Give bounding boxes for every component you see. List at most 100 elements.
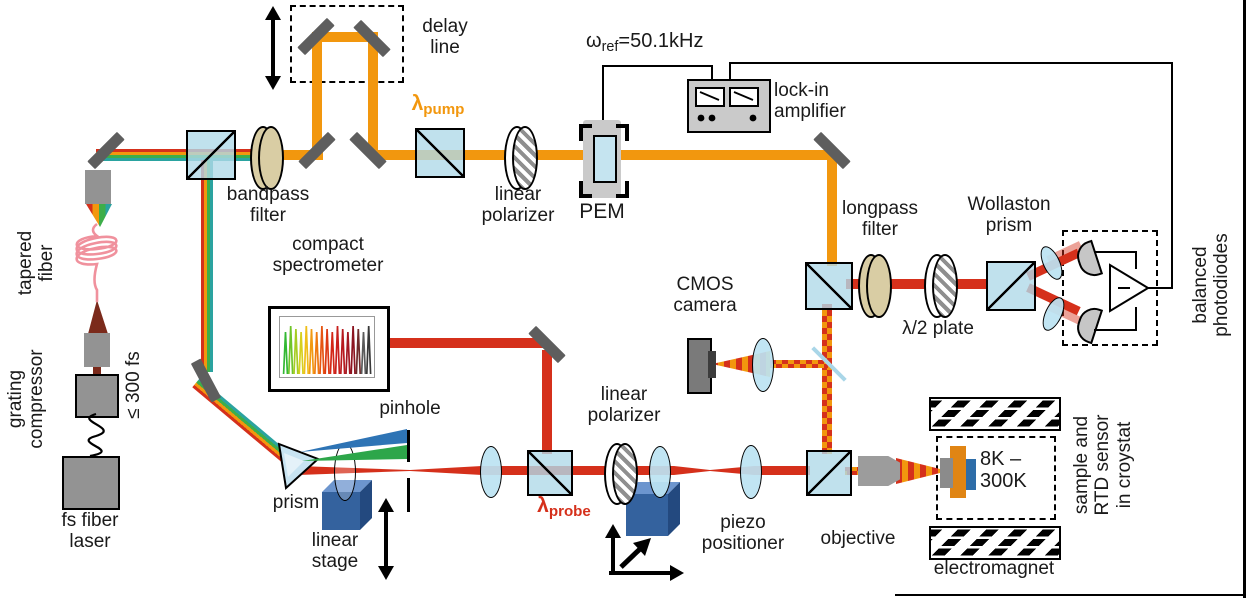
pem-bracket-br xyxy=(616,181,629,198)
camera-lens xyxy=(752,338,774,392)
omega-rest: =50.1kHz xyxy=(618,30,704,52)
cmos-camera-sensor xyxy=(708,351,716,378)
electromagnet-top xyxy=(929,397,1061,431)
grating-compressor-box xyxy=(75,374,119,418)
pulse-duration-label: ≤ 300 fs xyxy=(123,351,144,419)
fs-fiber-laser-label: fs fiber laser xyxy=(61,510,119,553)
lambda-pump-label: λpump xyxy=(390,92,486,119)
tapered-fiber-coil xyxy=(75,222,118,302)
cryostat-label: sample and RTD sensor in croystat xyxy=(1071,414,1135,516)
pem-window xyxy=(593,135,617,183)
beamsplitter-probe xyxy=(527,450,573,496)
cryostat-box xyxy=(936,436,1056,520)
fs-fiber-laser-box xyxy=(62,456,120,510)
probe-diverge-piezo xyxy=(710,466,754,475)
tapered-fiber-label: tapered fiber xyxy=(15,230,58,296)
omega-sub: ref xyxy=(601,39,619,56)
grating-compressor-label: grating compressor xyxy=(5,349,48,449)
linear-polarizer-probe xyxy=(612,443,638,505)
camera-beam xyxy=(770,360,828,368)
lock-in-label: lock-in amplifier xyxy=(774,80,846,123)
collimator-upper xyxy=(85,170,111,204)
linear-polarizer-probe-label: linear polarizer xyxy=(587,384,661,427)
probe-beam-to-spectrometer xyxy=(382,338,548,348)
collimator-lower xyxy=(84,333,110,367)
combined-beam-vertical xyxy=(822,304,832,454)
lock-in-meter-left xyxy=(695,87,725,107)
probe-beam-to-combiner xyxy=(754,466,810,475)
combined-beam-stub xyxy=(845,467,861,475)
balanced-photodiodes-label: balanced photodiodes xyxy=(1190,233,1233,337)
pump-beam-delay-down xyxy=(368,36,378,154)
pinhole-label: pinhole xyxy=(379,398,441,419)
beamsplitter-source xyxy=(186,130,236,180)
bandpass-filter xyxy=(258,126,284,190)
dark-red-cone xyxy=(88,300,108,334)
cmos-camera-label: CMOS camera xyxy=(673,274,737,317)
pump-beam-seg1 xyxy=(281,150,323,160)
wollaston-prism-label: Wollaston prism xyxy=(967,194,1051,237)
delay-line-label: delay line xyxy=(422,16,468,59)
lambda-pump-base: λ xyxy=(411,92,424,115)
beamsplitter-combiner xyxy=(806,450,852,496)
stage-lens xyxy=(334,443,356,501)
rtd-sensor-gray xyxy=(940,458,953,488)
figure-right-edge xyxy=(1243,0,1246,598)
longpass-filter xyxy=(866,254,892,318)
pem-bracket-tr xyxy=(616,124,629,141)
figure-bottom-edge xyxy=(895,594,1246,596)
electromagnet-label: electromagnet xyxy=(933,558,1055,579)
pem-bracket-tl xyxy=(579,124,592,141)
lambda-pump-sub: pump xyxy=(423,101,465,119)
prism-label: prism xyxy=(272,492,320,513)
spectrometer-box xyxy=(268,306,390,392)
beamsplitter-detection xyxy=(805,262,853,310)
probe-beam-main xyxy=(482,466,674,475)
pem-label: PEM xyxy=(579,200,625,223)
objective-body xyxy=(858,456,900,486)
rainbow-beam-horizontal xyxy=(96,149,262,161)
spectrometer-plot xyxy=(279,316,375,378)
piezo-axes-arrows xyxy=(605,524,684,581)
temperature-range-label: 8K – 300K xyxy=(980,448,1027,493)
laser-fiber-squiggle xyxy=(87,412,105,458)
half-wave-plate xyxy=(932,254,958,318)
omega-ref-label: ωref=50.1kHz xyxy=(586,30,766,55)
probe-lens-2 xyxy=(740,445,762,499)
linear-polarizer-pump xyxy=(512,126,538,190)
lock-in-meter-right xyxy=(729,87,759,107)
sample-holder-blue xyxy=(964,459,976,490)
linear-stage-label: linear stage xyxy=(311,530,359,573)
pump-beam-delay-up xyxy=(312,36,322,152)
linear-polarizer-pump-label: linear polarizer xyxy=(481,184,555,227)
beamsplitter-pump xyxy=(415,128,465,178)
delay-line-arrow xyxy=(265,6,281,90)
sample-bar-orange xyxy=(950,446,966,498)
rainbow-beam-vertical xyxy=(201,160,213,372)
blue-fan xyxy=(300,429,407,452)
probe-converge-piezo xyxy=(674,466,710,475)
objective-label: objective xyxy=(820,528,896,549)
longpass-filter-label: longpass filter xyxy=(841,198,919,241)
lambda-probe-label: λprobe xyxy=(524,494,604,521)
piezo-lens xyxy=(649,446,671,498)
pinhole-plate-bottom xyxy=(407,478,410,512)
compact-spectrometer-label: compact spectrometer xyxy=(272,234,384,277)
linear-stage-arrow xyxy=(378,498,394,580)
omega-base: ω xyxy=(586,30,602,52)
pem-bracket-bl xyxy=(579,181,592,198)
probe-beam-up xyxy=(542,350,552,454)
wollaston-prism xyxy=(986,261,1036,311)
probe-lens-1 xyxy=(480,446,502,498)
fiber-input-cone xyxy=(86,204,112,227)
lambda-probe-sub: probe xyxy=(548,503,591,521)
electromagnet-bottom xyxy=(929,526,1061,560)
pinhole-plate-top xyxy=(407,430,410,462)
half-wave-plate-label: λ/2 plate xyxy=(902,318,974,339)
delay-line-box xyxy=(290,5,404,83)
lambda-probe-base: λ xyxy=(537,494,549,517)
probe-diverge-pinhole xyxy=(410,466,482,475)
dark-red-stem xyxy=(93,364,101,376)
piezo-positioner-label: piezo positioner xyxy=(701,512,785,555)
